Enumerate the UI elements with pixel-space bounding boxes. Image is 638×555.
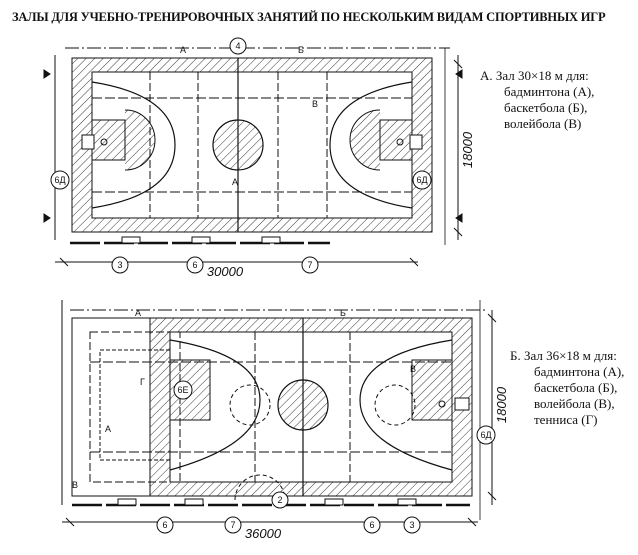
court-label: А xyxy=(105,424,111,434)
plan-b-length-dimension: 36000 xyxy=(245,526,282,541)
page-title: ЗАЛЫ ДЛЯ УЧЕБНО-ТРЕНИРОВОЧНЫХ ЗАНЯТИЙ ПО… xyxy=(12,10,606,24)
court-label: Б xyxy=(298,45,304,55)
plan-b-sport: волейбола (В), xyxy=(534,396,615,411)
callout: 6Д xyxy=(480,430,491,440)
court-label: А xyxy=(135,308,141,318)
callout: 7 xyxy=(307,260,312,270)
callout: 3 xyxy=(117,260,122,270)
court-label: А xyxy=(180,45,186,55)
plan-b-width-dimension: 18000 xyxy=(494,386,509,423)
plan-a-heading: А. Зал 30×18 м для: xyxy=(480,68,589,83)
court-label: В xyxy=(72,480,78,490)
plan-a-callouts xyxy=(50,37,432,274)
plan-b-sport: бадминтона (А), xyxy=(534,364,625,379)
plan-b-heading: Б. Зал 36×18 м для: xyxy=(510,348,617,363)
callout: 6Е xyxy=(177,385,188,395)
plan-a-width-dimension: 18000 xyxy=(460,131,475,168)
court-label: В xyxy=(312,99,318,109)
callout: 6Д xyxy=(416,175,427,185)
callout: 6 xyxy=(162,520,167,530)
court-label: Б xyxy=(340,308,346,318)
callout: 2 xyxy=(277,495,282,505)
plan-b-callouts xyxy=(156,380,496,534)
plan-a-sport: баскетбола (Б), xyxy=(504,100,588,115)
callout: 6Д xyxy=(54,175,65,185)
plan-b-legend: Б. Зал 36×18 м для: бадминтона (А), баск… xyxy=(510,348,624,428)
plan-a-length-dimension: 30000 xyxy=(207,264,244,279)
plan-b-sport: баскетбола (Б), xyxy=(534,380,618,395)
callout: 6 xyxy=(192,260,197,270)
callout: 4 xyxy=(235,41,240,51)
plan-a-court xyxy=(43,47,463,245)
plan-b-sport: тенниса (Г) xyxy=(534,412,598,427)
plan-b-court xyxy=(61,300,485,520)
plan-a-sport: бадминтона (А), xyxy=(504,84,595,99)
court-label: В xyxy=(410,364,416,374)
court-label: А xyxy=(232,177,238,187)
callout: 7 xyxy=(230,520,235,530)
callout: 3 xyxy=(409,520,414,530)
callout: 6 xyxy=(369,520,374,530)
plan-a-legend: А. Зал 30×18 м для: бадминтона (А), баск… xyxy=(480,68,594,132)
plan-a-sport: волейбола (В) xyxy=(504,116,582,131)
court-label: Г xyxy=(140,377,145,387)
